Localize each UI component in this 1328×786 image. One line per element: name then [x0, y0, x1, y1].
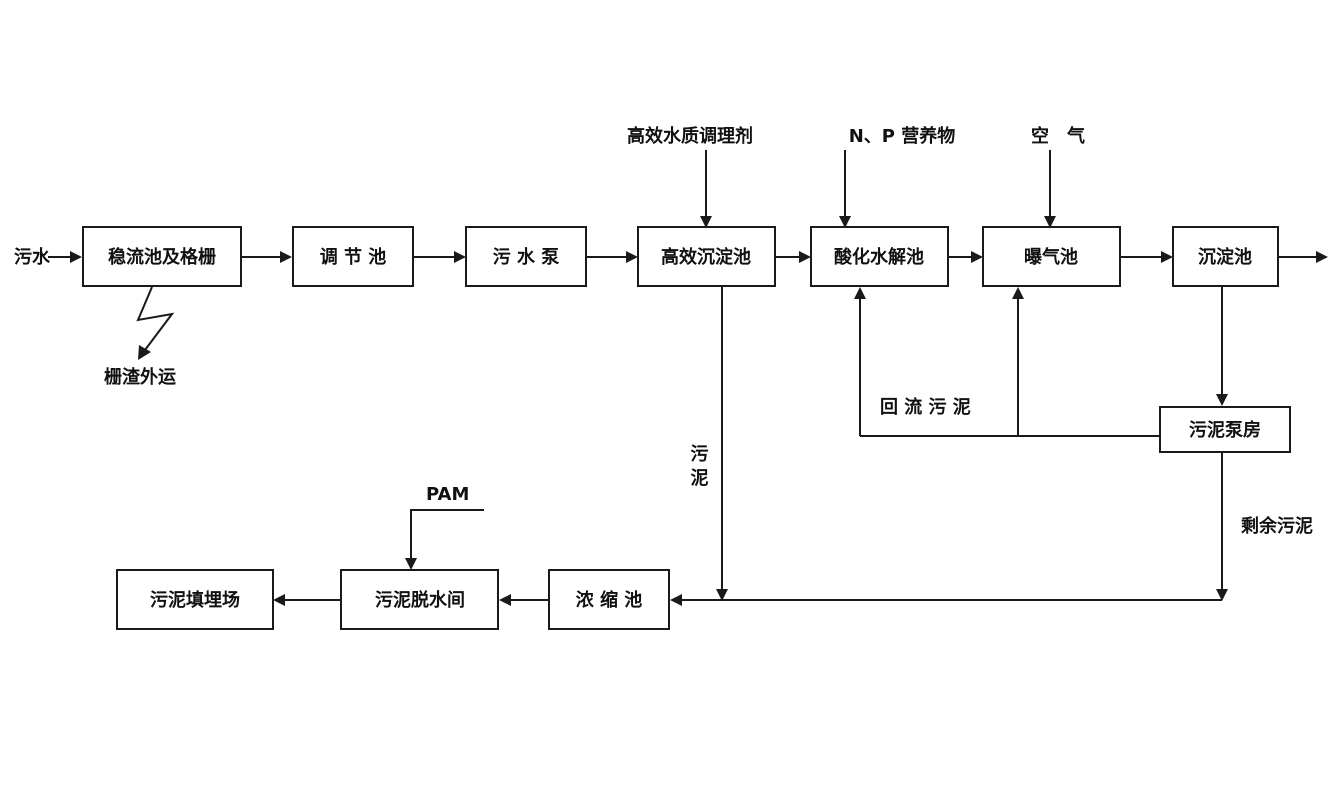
- arrowhead: [626, 251, 638, 263]
- arrowhead: [1044, 216, 1056, 228]
- node-box: [548, 569, 670, 630]
- flow-labels: 污水 栅渣外运 高效水质调理剂 N、P 营养物 空 气 回 流 污 泥 污泥 剩…: [14, 125, 1313, 537]
- node-label: 稳流池及格栅: [108, 246, 216, 268]
- node-label: 污泥填埋场: [150, 589, 240, 611]
- arrowhead: [700, 216, 712, 228]
- arrowhead: [138, 345, 151, 360]
- label-np-nutrients: N、P 营养物: [849, 125, 956, 147]
- node-box: [465, 226, 587, 287]
- arrowhead: [1216, 394, 1228, 406]
- node-label: 污 水 泵: [493, 246, 560, 268]
- node-regulating-tank: 调 节 池: [292, 226, 414, 287]
- arrowhead: [1012, 287, 1024, 299]
- node-label: 调 节 池: [320, 246, 387, 268]
- arrowhead: [839, 216, 851, 228]
- node-sludge-dewatering: 污泥脱水间: [340, 569, 499, 630]
- node-label: 沉淀池: [1198, 246, 1252, 268]
- node-high-eff-sedimentation: 高效沉淀池: [637, 226, 776, 287]
- node-sewage-pump: 污 水 泵: [465, 226, 587, 287]
- arrow-screenings-out: [136, 286, 175, 351]
- label-sludge-vertical: 污泥: [688, 444, 709, 492]
- node-label: 浓 缩 池: [576, 589, 643, 611]
- node-label: 高效沉淀池: [661, 246, 751, 268]
- node-sedimentation-tank: 沉淀池: [1172, 226, 1279, 287]
- arrowhead: [1316, 251, 1328, 263]
- arrowhead: [280, 251, 292, 263]
- node-box: [116, 569, 274, 630]
- process-boxes: 稳流池及格栅 调 节 池 污 水 泵 高效沉淀池 酸化水解池 曝气池 沉淀池: [82, 226, 1291, 630]
- node-steady-flow-screen: 稳流池及格栅: [82, 226, 242, 287]
- node-aeration-tank: 曝气池: [982, 226, 1121, 287]
- node-box: [1172, 226, 1279, 287]
- label-excess-sludge: 剩余污泥: [1241, 515, 1313, 537]
- node-acidification-hydrolysis: 酸化水解池: [810, 226, 949, 287]
- arrowhead: [1161, 251, 1173, 263]
- label-screenings-out: 栅渣外运: [104, 366, 176, 388]
- arrowhead: [670, 594, 682, 606]
- node-label: 污泥脱水间: [375, 589, 465, 611]
- arrowhead: [273, 594, 285, 606]
- node-box: [82, 226, 242, 287]
- node-sludge-pump-room: 污泥泵房: [1159, 406, 1291, 453]
- arrowheads: [70, 216, 1328, 606]
- node-box: [637, 226, 776, 287]
- arrowhead: [799, 251, 811, 263]
- node-label: 污泥泵房: [1189, 419, 1261, 441]
- node-thickening-tank: 浓 缩 池: [548, 569, 670, 630]
- label-water-conditioner: 高效水质调理剂: [627, 125, 753, 147]
- arrowhead: [716, 589, 728, 601]
- arrow-pam-in: [410, 509, 484, 560]
- arrowhead: [454, 251, 466, 263]
- node-label: 酸化水解池: [834, 246, 924, 268]
- arrowhead: [405, 558, 417, 570]
- arrowhead: [854, 287, 866, 299]
- arrowhead: [971, 251, 983, 263]
- node-box: [340, 569, 499, 630]
- node-sludge-landfill: 污泥填埋场: [116, 569, 274, 630]
- node-box: [1159, 406, 1291, 453]
- arrowhead: [1216, 589, 1228, 601]
- arrowhead: [70, 251, 82, 263]
- label-pam: PAM: [426, 484, 469, 505]
- node-box: [292, 226, 414, 287]
- label-sewage-in: 污水: [14, 246, 51, 268]
- arrowhead: [499, 594, 511, 606]
- label-return-sludge: 回 流 污 泥: [880, 396, 971, 418]
- connectors: [48, 150, 1318, 601]
- node-label: 曝气池: [1024, 246, 1078, 268]
- node-box: [810, 226, 949, 287]
- label-air: 空 气: [1031, 125, 1085, 147]
- node-box: [982, 226, 1121, 287]
